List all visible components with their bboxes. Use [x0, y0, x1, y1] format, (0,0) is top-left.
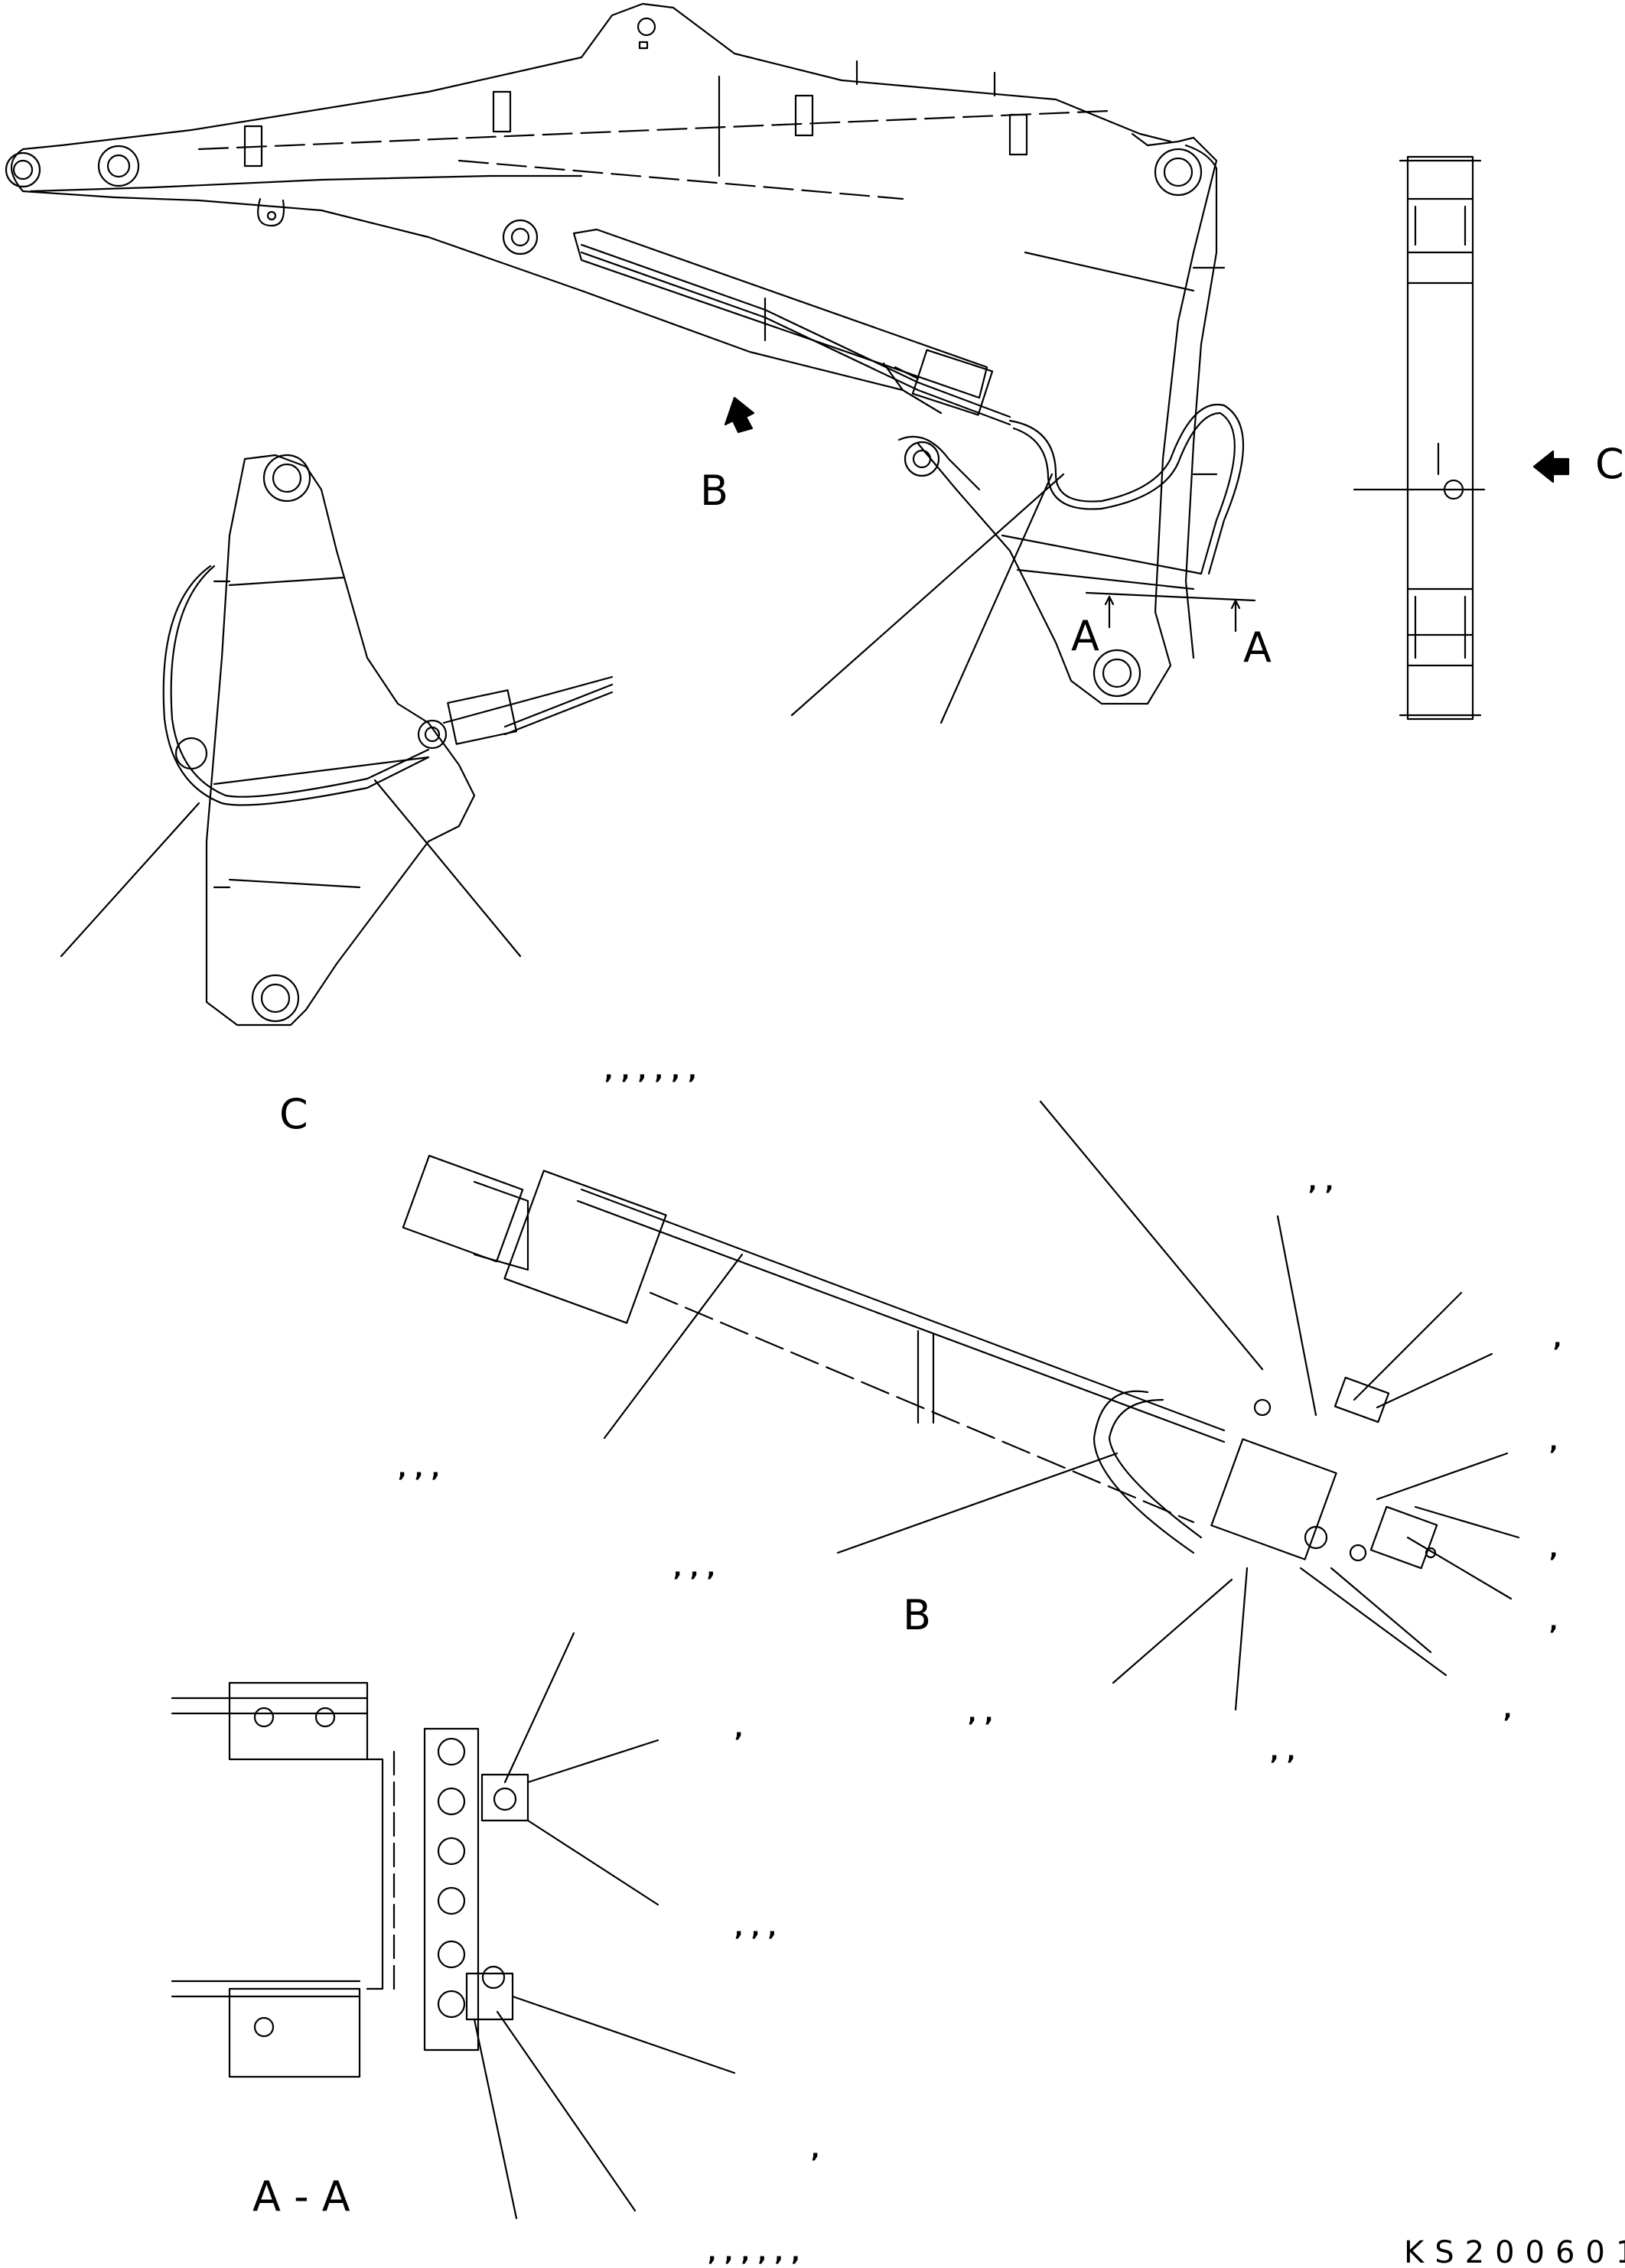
callout-label: ,: [811, 2136, 819, 2163]
view-b-arrow: [724, 396, 755, 434]
callout-label: ,: [734, 1716, 743, 1742]
view-c-elevation: [1353, 155, 1486, 721]
section-a-right-label: A: [1243, 623, 1272, 672]
callout-label: , ,: [968, 1700, 993, 1727]
view-c-arrow: [1532, 450, 1570, 483]
callout-label: , ,: [1270, 1739, 1295, 1765]
callout-label: , , ,: [673, 1555, 715, 1582]
callout-label: , , , , , ,: [604, 1058, 697, 1085]
view-c-title: C: [279, 1090, 308, 1138]
callout-label: , , , , , ,: [708, 2240, 800, 2266]
view-b-arrow-label: B: [700, 467, 728, 515]
callout-label: ,: [1549, 1609, 1558, 1635]
view-b-cylinder: [402, 1100, 1520, 1711]
callout-label: ,: [1553, 1326, 1561, 1352]
callout-label: , ,: [1308, 1169, 1334, 1196]
view-aa-section: [171, 1632, 736, 2220]
view-c-arrow-label: C: [1595, 440, 1624, 488]
view-c-bracket: [60, 454, 614, 1027]
view-b-title: B: [903, 1591, 931, 1639]
callout-label: , , ,: [398, 1456, 440, 1482]
callout-label: ,: [1503, 1697, 1512, 1723]
view-aa-title: A - A: [252, 2172, 350, 2221]
section-a-left-label: A: [1071, 612, 1099, 660]
callout-label: ,: [1549, 1536, 1558, 1563]
callout-label: , , ,: [734, 1915, 777, 1941]
boom-assembly: [5, 2, 1256, 724]
callout-label: ,: [1549, 1429, 1558, 1456]
drawing-code: KS200601: [1404, 2235, 1625, 2268]
